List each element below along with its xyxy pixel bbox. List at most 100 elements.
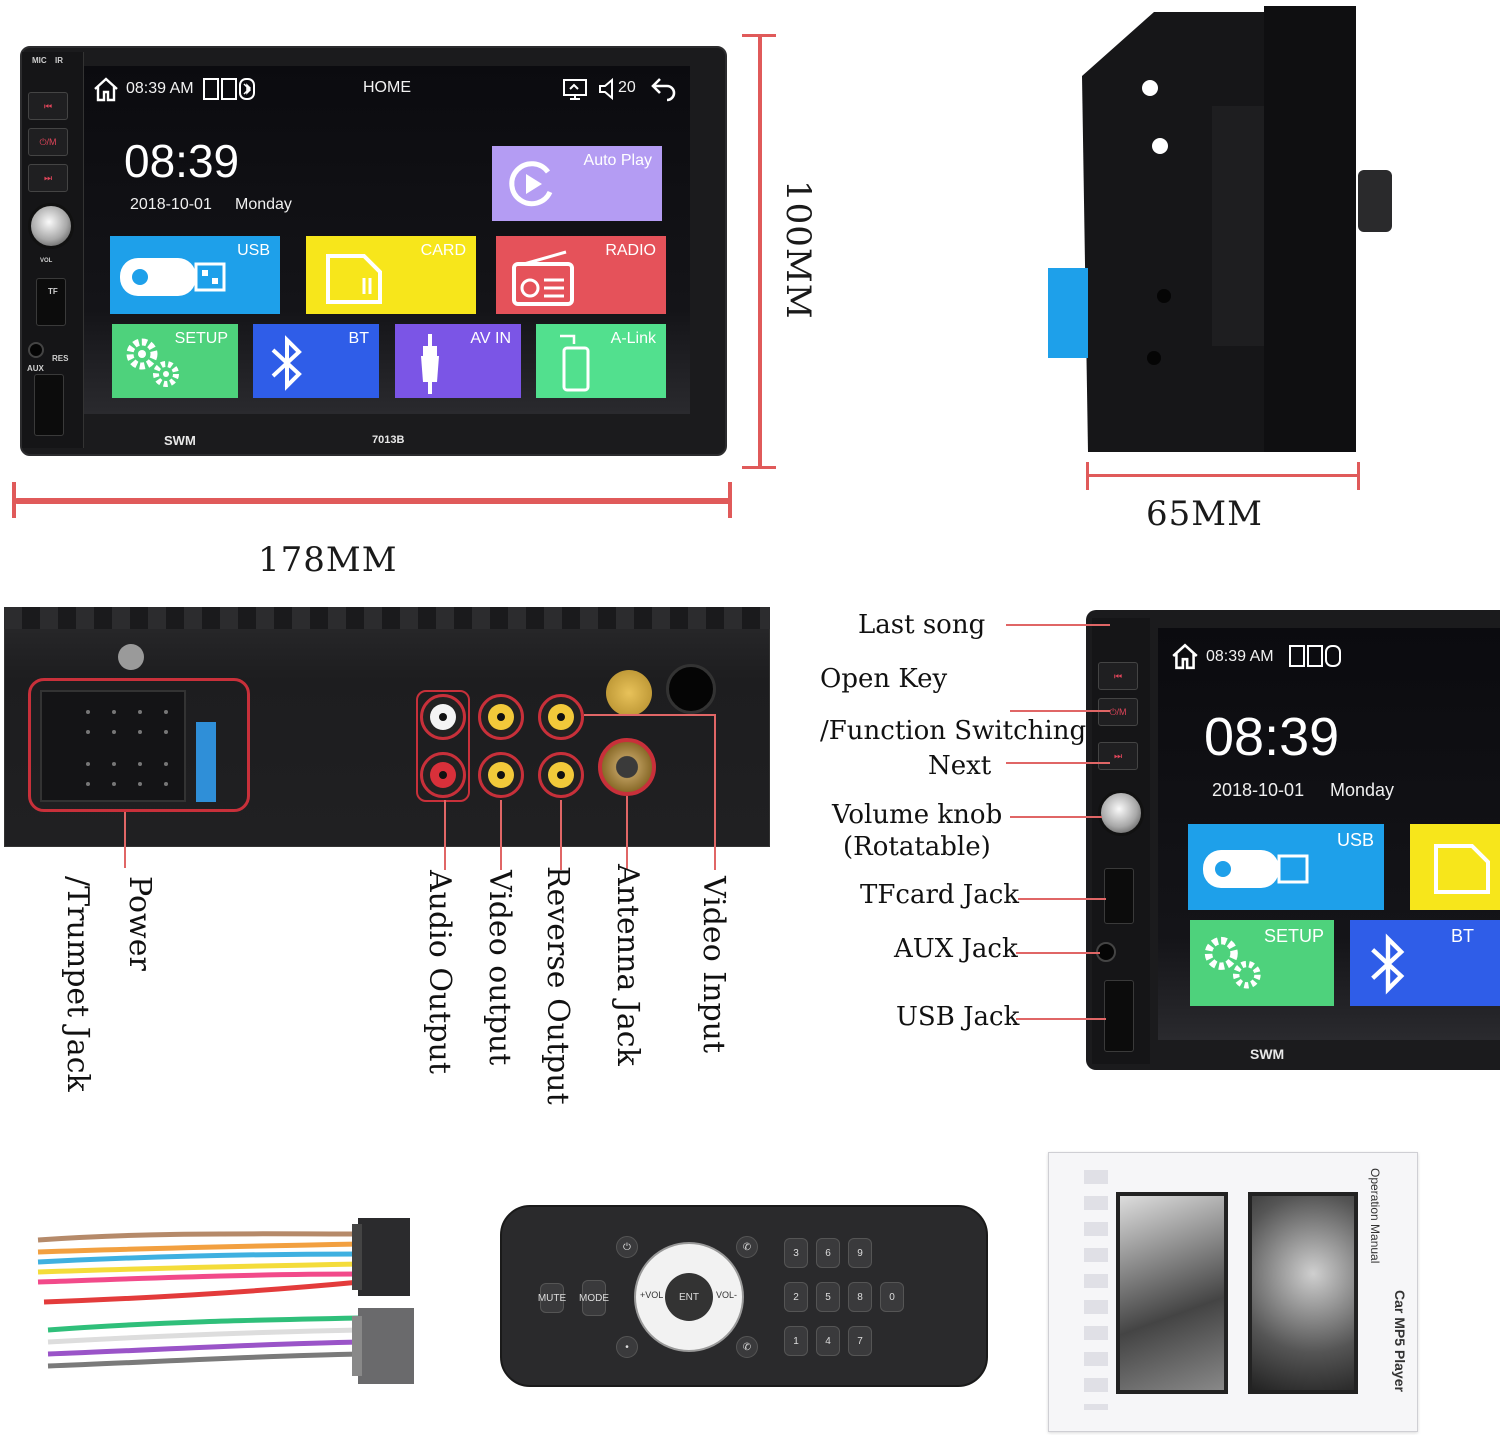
video-out-pointer-line bbox=[500, 800, 502, 870]
closeup-prev-button[interactable]: ⏮ bbox=[1098, 662, 1138, 690]
back-arrow-icon[interactable] bbox=[650, 76, 678, 107]
remote-digit-5[interactable]: 5 bbox=[816, 1282, 840, 1312]
volume-knob-pointer bbox=[1010, 816, 1102, 818]
closeup-setup-tile[interactable]: SETUP bbox=[1190, 920, 1334, 1006]
tfcard-jack-label: TFcard Jack bbox=[860, 880, 1020, 910]
remote-vol-minus[interactable]: VOL- bbox=[716, 1290, 738, 1300]
height-dimension-cap-top bbox=[742, 34, 776, 37]
side-view-chassis bbox=[1082, 6, 1360, 452]
audio-pointer-line bbox=[444, 800, 446, 870]
remote-menu-button[interactable]: • bbox=[616, 1336, 638, 1358]
video-output-jack-1[interactable] bbox=[478, 694, 524, 740]
closeup-power-button[interactable]: ⏻/M bbox=[1098, 698, 1138, 726]
audio-output-label: Audio Output bbox=[422, 870, 457, 1074]
closeup-usb-tile[interactable]: USB bbox=[1188, 824, 1384, 910]
vol-label: VOL bbox=[40, 258, 53, 264]
closeup-brand: SWM bbox=[1250, 1046, 1285, 1062]
side-view-knob bbox=[1358, 170, 1392, 232]
remote-digit-9[interactable]: 9 bbox=[848, 1238, 872, 1268]
antenna-jack[interactable] bbox=[598, 738, 656, 796]
remote-digit-4[interactable]: 4 bbox=[816, 1326, 840, 1356]
last-song-pointer bbox=[1006, 624, 1110, 626]
audio-output-left-jack[interactable] bbox=[420, 694, 466, 740]
closeup-tf-slot[interactable] bbox=[1104, 868, 1134, 924]
brand-label: SWM bbox=[164, 433, 196, 448]
next-track-button[interactable]: ⏭ bbox=[28, 164, 68, 192]
usb-label: USB bbox=[237, 242, 270, 259]
manual-car-image bbox=[1116, 1192, 1228, 1394]
video-input-plug[interactable] bbox=[606, 670, 652, 716]
aux-pointer bbox=[1016, 952, 1100, 954]
remote-hangup-button[interactable]: ✆ bbox=[736, 1336, 758, 1358]
bt-tile[interactable]: BT bbox=[253, 324, 379, 398]
radio-icon bbox=[512, 250, 574, 306]
closeup-home-icon[interactable] bbox=[1170, 642, 1200, 675]
usb-drive-icon bbox=[120, 258, 226, 296]
radio-tile[interactable]: RADIO bbox=[496, 236, 666, 314]
settings-gears-icon bbox=[126, 338, 179, 387]
remote-call-button[interactable]: ✆ bbox=[736, 1236, 758, 1258]
remote-enter-button[interactable]: ENT bbox=[665, 1273, 713, 1321]
prev-track-button[interactable]: ⏮ bbox=[28, 92, 68, 120]
autoplay-tile[interactable]: Auto Play bbox=[492, 146, 662, 221]
volume-icon[interactable] bbox=[598, 77, 618, 106]
closeup-screen: 08:39 AM 08:39 2018-10-01 Monday USB SET… bbox=[1158, 628, 1500, 1040]
video-output-jack-2[interactable] bbox=[478, 752, 524, 798]
width-dimension-line bbox=[14, 498, 732, 504]
remote-digit-1[interactable]: 1 bbox=[784, 1326, 808, 1356]
usb-tile[interactable]: USB bbox=[110, 236, 280, 314]
remote-power-button[interactable]: ⏻ bbox=[616, 1236, 638, 1258]
display-icon[interactable] bbox=[562, 77, 590, 106]
clock-time: 08:39 bbox=[124, 135, 240, 187]
remote-digit-2[interactable]: 2 bbox=[784, 1282, 808, 1312]
sd-card-icon bbox=[326, 254, 382, 304]
closeup-volume-knob[interactable] bbox=[1098, 790, 1144, 836]
mic-label: MIC bbox=[32, 56, 47, 65]
closeup-setup-label: SETUP bbox=[1263, 926, 1324, 946]
depth-dimension: 65MM bbox=[1146, 494, 1263, 534]
tf-card-slot[interactable] bbox=[36, 278, 66, 326]
aux-jack[interactable] bbox=[28, 342, 44, 358]
remote-digit-6[interactable]: 6 bbox=[816, 1238, 840, 1268]
setup-tile[interactable]: SETUP bbox=[112, 324, 238, 398]
remote-mode-button[interactable]: MODE bbox=[579, 1280, 609, 1316]
remote-digit-7[interactable]: 7 bbox=[848, 1326, 872, 1356]
phone-link-icon bbox=[560, 334, 590, 392]
card-tile[interactable]: CARD bbox=[306, 236, 476, 314]
audio-output-right-jack[interactable] bbox=[420, 752, 466, 798]
avin-tile[interactable]: AV IN bbox=[395, 324, 521, 398]
storage-bluetooth-icons bbox=[202, 76, 258, 107]
closeup-bt-tile[interactable]: BT bbox=[1350, 920, 1500, 1006]
power-label: Power bbox=[122, 876, 157, 971]
setup-label: SETUP bbox=[174, 330, 228, 347]
remote-digit-3[interactable]: 3 bbox=[784, 1238, 808, 1268]
alink-label: A-Link bbox=[610, 330, 656, 347]
reverse-pointer-line bbox=[560, 800, 562, 870]
remote-digit-0[interactable]: 0 bbox=[880, 1282, 904, 1312]
power-mode-button[interactable]: ⏻/M bbox=[28, 128, 68, 156]
ir-label: IR bbox=[55, 56, 63, 65]
power-connector[interactable] bbox=[40, 690, 186, 802]
antenna-pointer-line bbox=[626, 796, 628, 870]
reverse-output-jack-2[interactable] bbox=[538, 752, 584, 798]
remote-vol-plus[interactable]: +VOL bbox=[640, 1290, 664, 1300]
home-icon[interactable] bbox=[92, 76, 120, 107]
rear-screw bbox=[118, 644, 144, 670]
remote-mute-button[interactable]: MUTE bbox=[538, 1283, 566, 1313]
remote-digit-8[interactable]: 8 bbox=[848, 1282, 872, 1312]
wiring-harness bbox=[34, 1212, 418, 1392]
height-dimension-cap-bottom bbox=[742, 466, 776, 469]
reverse-output-jack-1[interactable] bbox=[538, 694, 584, 740]
status-time: 08:39 AM bbox=[126, 80, 194, 97]
volume-knob-label: Volume knob bbox=[832, 800, 1003, 830]
closeup-usb-port[interactable] bbox=[1104, 980, 1134, 1052]
depth-dimension-cap-left bbox=[1086, 462, 1089, 490]
video-in-pointer-h bbox=[584, 714, 716, 716]
bt-label: BT bbox=[348, 330, 369, 347]
volume-knob[interactable] bbox=[28, 203, 74, 249]
power-connector-highlight bbox=[28, 678, 250, 812]
usb-port[interactable] bbox=[34, 374, 64, 436]
closeup-card-tile[interactable] bbox=[1410, 824, 1500, 910]
alink-tile[interactable]: A-Link bbox=[536, 324, 666, 398]
closeup-next-button[interactable]: ⏭ bbox=[1098, 742, 1138, 770]
